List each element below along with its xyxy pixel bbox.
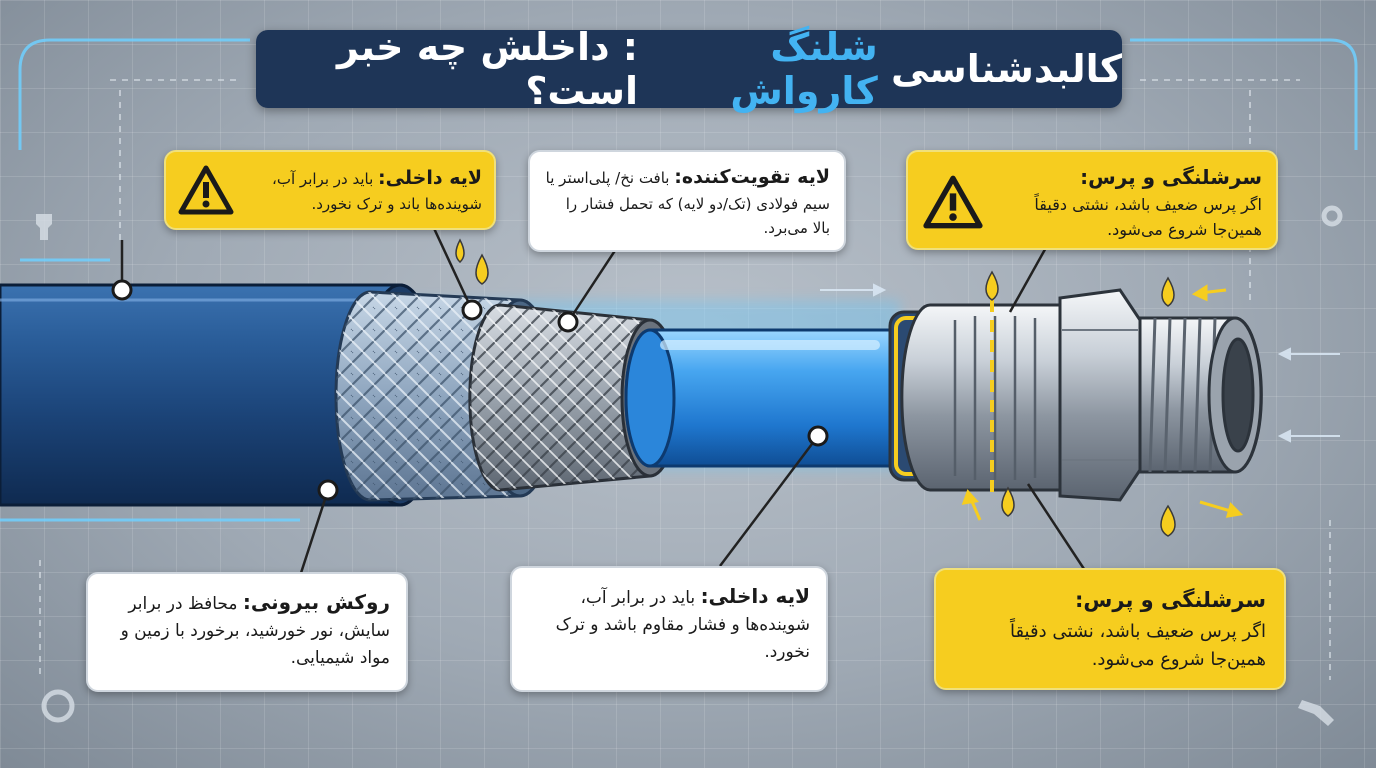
title-tail: : داخلش چه خبر است؟ <box>337 25 638 113</box>
callout-heading: لایه داخلی: <box>378 167 482 189</box>
callout-inner-layer-top: لایه داخلی: باید در برابر آب، شوینده‌ها … <box>164 150 496 230</box>
callout-body: اگر پرس ضعیف باشد، نشتی دقیقاً همین‌جا ش… <box>1034 195 1262 239</box>
title-accent: شلنگ کارواش <box>730 25 878 113</box>
title-text: کالبدشناسی <box>890 47 1122 91</box>
callout-reinforcement-layer: لایه تقویت‌کننده: بافت نخ/ پلی‌استر یا س… <box>528 150 846 252</box>
callout-heading: سرشلنگی و پرس: <box>1075 588 1266 612</box>
page-title: کالبدشناسی شلنگ کارواش : داخلش چه خبر است… <box>256 25 1122 113</box>
droplet-icon <box>455 238 1176 537</box>
callout-heading: لایه تقویت‌کننده: <box>674 166 830 188</box>
dashed-guides <box>39 79 1331 680</box>
callout-fitting-top: سرشلنگی و پرس: اگر پرس ضعیف باشد، نشتی د… <box>906 150 1278 250</box>
callout-body: باید در برابر آب، شوینده‌ها باند و ترک ن… <box>272 170 482 214</box>
callout-body: محافظ در برابر سایش، نور خورشید، برخورد … <box>120 594 390 669</box>
warning-icon <box>923 175 983 229</box>
callout-body: بافت نخ/ پلی‌استر یا سیم فولادی (تک/دو ل… <box>545 169 830 238</box>
callout-heading: روکش بیرونی: <box>242 590 390 614</box>
callout-fitting-bottom: سرشلنگی و پرس: اگر پرس ضعیف باشد، نشتی د… <box>934 568 1286 690</box>
hose-fitting <box>888 288 1263 502</box>
circuit-frame <box>0 38 1358 522</box>
connector-dots <box>111 279 829 501</box>
callout-heading: سرشلنگی و پرس: <box>1080 165 1262 189</box>
callout-heading: لایه داخلی: <box>700 584 810 608</box>
leak-arrows <box>961 284 1244 521</box>
wrench-icon <box>36 214 1334 726</box>
pressure-arrows <box>820 283 1340 443</box>
callout-outer-cover: روکش بیرونی: محافظ در برابر سایش، نور خو… <box>86 572 408 692</box>
callout-inner-layer-bottom: لایه داخلی: باید در برابر آب، شوینده‌ها … <box>510 566 828 692</box>
gear-icon <box>41 205 1343 723</box>
warning-icon <box>178 165 234 215</box>
callout-body: اگر پرس ضعیف باشد، نشتی دقیقاً همین‌جا ش… <box>1009 620 1266 671</box>
callout-body: باید در برابر آب، شوینده‌ها و فشار مقاوم… <box>555 588 810 663</box>
